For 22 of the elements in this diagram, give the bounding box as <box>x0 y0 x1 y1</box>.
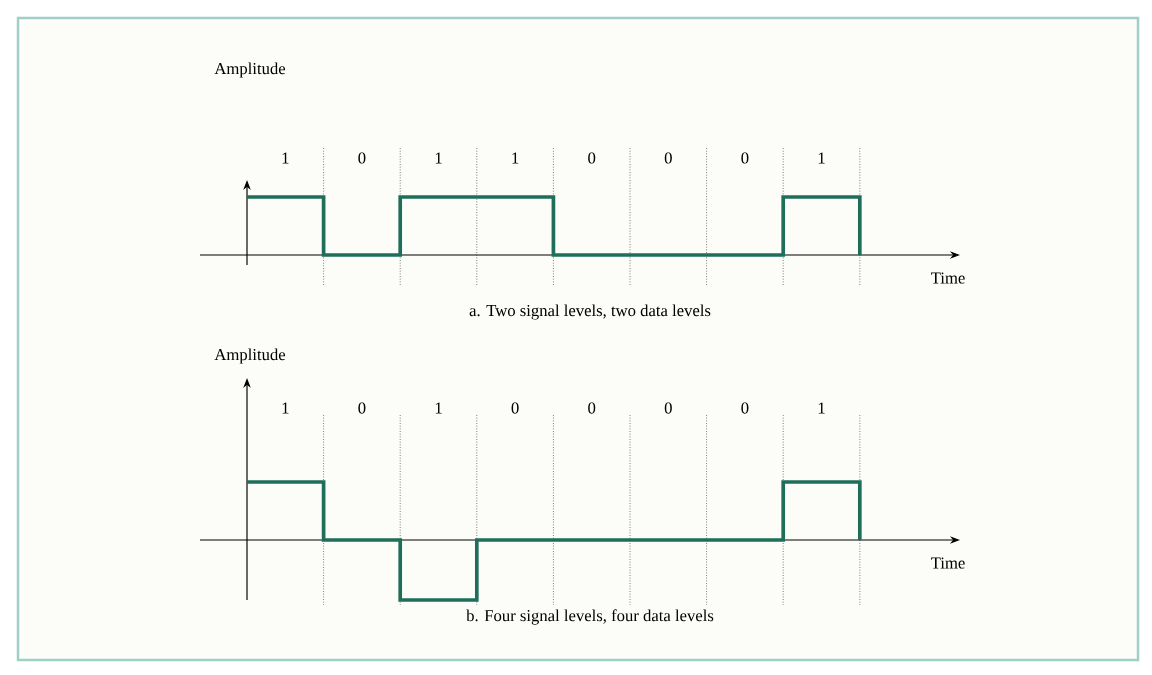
bit-label: 0 <box>511 402 519 414</box>
axis-label: Amplitude <box>214 348 286 364</box>
bit-label: 1 <box>818 152 825 164</box>
bit-label: 1 <box>435 402 442 414</box>
axis-label: Time <box>931 272 965 284</box>
bit-label: 1 <box>282 152 289 164</box>
bit-label: 0 <box>588 402 596 414</box>
bit-label: 0 <box>741 402 749 414</box>
bit-label: 1 <box>435 152 442 164</box>
axis-label: Amplitude <box>214 62 286 78</box>
bit-label: 1 <box>512 152 519 164</box>
bit-label: 1 <box>818 402 825 414</box>
bit-label: 1 <box>282 402 289 414</box>
bit-label: 0 <box>664 152 672 164</box>
bit-label: 0 <box>664 402 672 414</box>
caption: b. Four signal levels, four data levels <box>466 609 714 625</box>
caption: a. Two signal levels, two data levels <box>469 304 711 320</box>
axis-label: Time <box>931 557 965 569</box>
bit-label: 0 <box>588 152 596 164</box>
bit-label: 0 <box>358 152 366 164</box>
bit-label: 0 <box>358 402 366 414</box>
bit-label: 0 <box>741 152 749 164</box>
